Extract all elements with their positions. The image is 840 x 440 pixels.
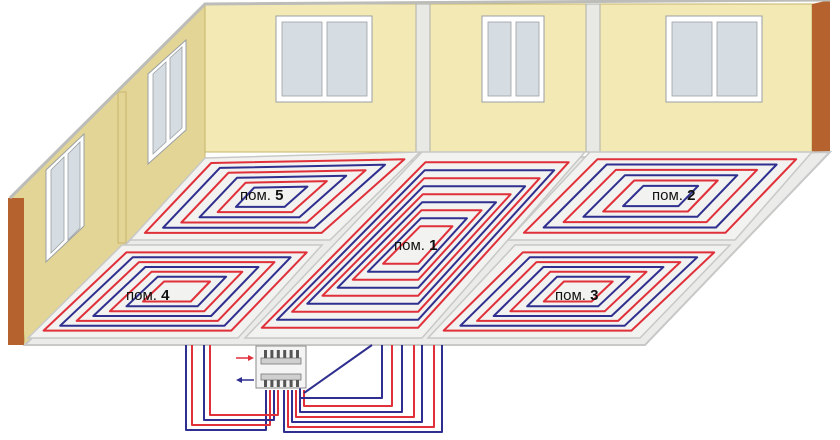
- feed-pipe: [191, 345, 271, 426]
- right-wall-brick-end: [812, 0, 830, 160]
- feed-pipe: [283, 345, 443, 433]
- manifold-valve: [283, 350, 287, 358]
- loop-room-3: [442, 251, 716, 332]
- loop-room-4-ring: [108, 270, 244, 313]
- loop-room-4-ring: [59, 256, 292, 327]
- room-label-1: пом. 1: [394, 237, 437, 254]
- room-label-4: пом. 4: [126, 287, 170, 304]
- manifold-valve: [296, 350, 299, 358]
- loop-room-3-ring: [492, 266, 665, 317]
- feed-pipe: [303, 344, 373, 394]
- loop-room-5: [143, 158, 406, 234]
- floor-room-1: [243, 151, 587, 339]
- loop-room-2-ring: [542, 163, 778, 229]
- loop-room-1-ring: [276, 169, 556, 321]
- loop-room-1-ring: [382, 225, 454, 265]
- window-back-left: [275, 15, 373, 103]
- loop-room-2-ring: [562, 168, 758, 224]
- loop-room-2: [522, 158, 798, 234]
- manifold-valve: [264, 350, 267, 358]
- loop-room-5-ring: [216, 180, 328, 214]
- feed-pipe: [299, 345, 383, 399]
- manifold-outlet: [264, 380, 267, 387]
- manifold-outlet: [289, 380, 293, 387]
- loop-room-3-ring: [476, 261, 682, 322]
- partition-post-2: [585, 3, 601, 153]
- loop-room-3-ring: [442, 251, 716, 332]
- partition-post-1: [415, 3, 431, 153]
- supply-arrow: [236, 355, 254, 361]
- loop-room-4-ring: [142, 280, 211, 303]
- manifold-return-bar: [260, 373, 302, 381]
- feed-pipe: [209, 345, 279, 416]
- feed-pipe: [203, 345, 275, 421]
- loop-room-2-ring: [522, 158, 798, 234]
- loop-room-1-ring: [291, 177, 541, 313]
- window-left-near: [45, 132, 85, 264]
- window-left-far: [147, 38, 187, 166]
- loop-room-2-ring: [602, 179, 719, 213]
- manifold-supply-bar: [260, 357, 302, 365]
- feed-pipe: [287, 345, 435, 428]
- loop-room-1-ring: [321, 193, 512, 297]
- loop-room-5-ring: [198, 174, 348, 219]
- loop-room-4-ring: [75, 261, 276, 322]
- manifold-outlet: [296, 380, 299, 387]
- loop-room-2-ring: [582, 174, 739, 218]
- room-labels: пом. 5 пом. 1 пом. 2 пом. 4 пом. 3: [126, 187, 695, 304]
- loop-room-3-ring: [542, 280, 614, 303]
- window-back-middle: [481, 15, 545, 103]
- room-label-5: пом. 5: [240, 187, 283, 204]
- loop-room-3-ring: [509, 270, 648, 313]
- return-arrow: [236, 377, 254, 383]
- loop-room-3-ring: [459, 256, 699, 327]
- feed-pipe: [291, 345, 423, 423]
- floor-room-4: [26, 244, 324, 339]
- loop-room-4: [42, 251, 308, 332]
- manifold-valves: [264, 350, 299, 387]
- loop-room-3-ring: [526, 275, 631, 308]
- feed-pipes: [185, 344, 443, 433]
- loop-room-1: [260, 161, 570, 329]
- manifold-outlet: [283, 380, 287, 387]
- manifold-outlet: [270, 380, 274, 387]
- feed-pipe: [303, 345, 393, 407]
- loop-room-1-ring: [336, 201, 497, 289]
- manifold-valve: [289, 350, 293, 358]
- loop-room-5-ring: [180, 169, 367, 224]
- feed-pipe: [185, 345, 267, 431]
- manifold-valve: [276, 350, 280, 358]
- windows: [45, 15, 763, 264]
- loop-room-1-ring: [260, 161, 570, 329]
- feed-pipe: [295, 345, 415, 418]
- manifold-valve: [270, 350, 274, 358]
- loop-room-4-ring: [92, 266, 260, 317]
- loop-room-5-ring: [143, 158, 406, 234]
- heating-loops: [42, 158, 798, 332]
- room-label-3: пом. 3: [555, 287, 598, 304]
- loop-room-1-ring: [306, 185, 527, 305]
- loop-room-2-ring: [622, 184, 700, 208]
- loop-room-5-ring: [234, 185, 309, 208]
- room-label-2: пом. 2: [652, 187, 695, 204]
- loop-room-4-ring: [125, 275, 228, 308]
- left-wall-brick-end: [8, 198, 24, 345]
- floor-room-3: [426, 244, 732, 339]
- manifold: [236, 345, 307, 389]
- window-back-right: [665, 15, 763, 103]
- loop-room-5-ring: [162, 163, 386, 229]
- loop-room-1-ring: [366, 217, 468, 273]
- loop-room-4-ring: [42, 251, 308, 332]
- loop-room-1-ring: [351, 209, 483, 281]
- manifold-outlet: [276, 380, 280, 387]
- wall-top-cap: [8, 0, 831, 200]
- feed-pipe: [299, 345, 403, 413]
- partition-left: [117, 91, 127, 244]
